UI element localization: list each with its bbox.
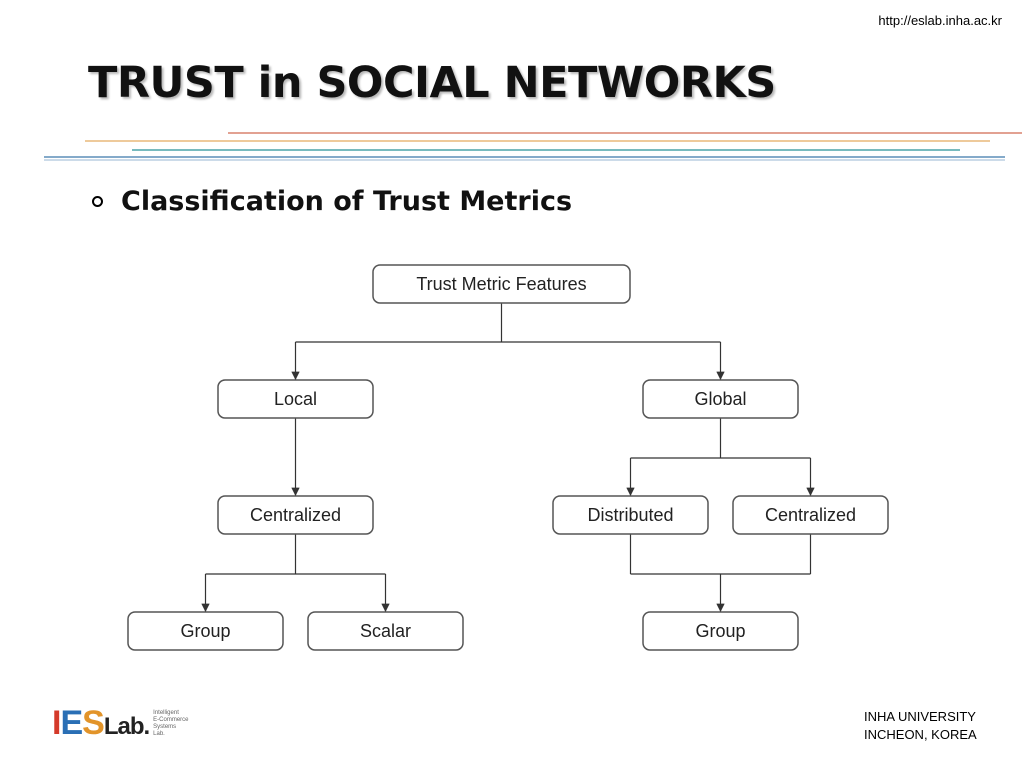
node-label: Global [694, 389, 746, 409]
node-label: Centralized [250, 505, 341, 525]
node-local-centralized: Centralized [217, 495, 374, 535]
node-label: Trust Metric Features [416, 274, 586, 294]
node-box [127, 611, 284, 651]
university-location: INCHEON, KOREA [864, 727, 977, 742]
node-box [642, 379, 799, 419]
university-name: INHA UNIVERSITY [864, 709, 976, 724]
node-box [732, 495, 889, 535]
node-label: Scalar [360, 621, 411, 641]
diagram-edges [201, 303, 815, 612]
node-global-group: Group [642, 611, 799, 651]
ieslab-logo: IESLab. Intelligent E-Commerce Systems L… [52, 704, 189, 743]
node-box [307, 611, 464, 651]
slide-title: TRUST in SOCIAL NETWORKS [88, 58, 776, 108]
header-url[interactable]: http://eslab.inha.ac.kr [878, 13, 1002, 28]
node-label: Distributed [587, 505, 673, 525]
bullet-text: Classification of Trust Metrics [121, 186, 573, 217]
logo-subtext: Intelligent E-Commerce Systems Lab. [153, 709, 189, 737]
node-label: Local [274, 389, 317, 409]
node-root: Trust Metric Features [372, 264, 631, 304]
bullet-circle-icon [92, 196, 103, 207]
node-box [217, 379, 374, 419]
node-global: Global [642, 379, 799, 419]
node-label: Centralized [765, 505, 856, 525]
title-decorative-rules [44, 132, 1022, 161]
node-label: Group [695, 621, 745, 641]
node-box [372, 264, 631, 304]
node-box [552, 495, 709, 535]
node-box [642, 611, 799, 651]
node-local-group: Group [127, 611, 284, 651]
node-box [217, 495, 374, 535]
node-label: Group [180, 621, 230, 641]
node-local: Local [217, 379, 374, 419]
node-global-centralized: Centralized [732, 495, 889, 535]
bullet-item: Classification of Trust Metrics [92, 186, 572, 217]
node-scalar: Scalar [307, 611, 464, 651]
university-info: INHA UNIVERSITY INCHEON, KOREA [864, 708, 977, 744]
logo-wordmark: IESLab. [52, 704, 150, 742]
node-distributed: Distributed [552, 495, 709, 535]
